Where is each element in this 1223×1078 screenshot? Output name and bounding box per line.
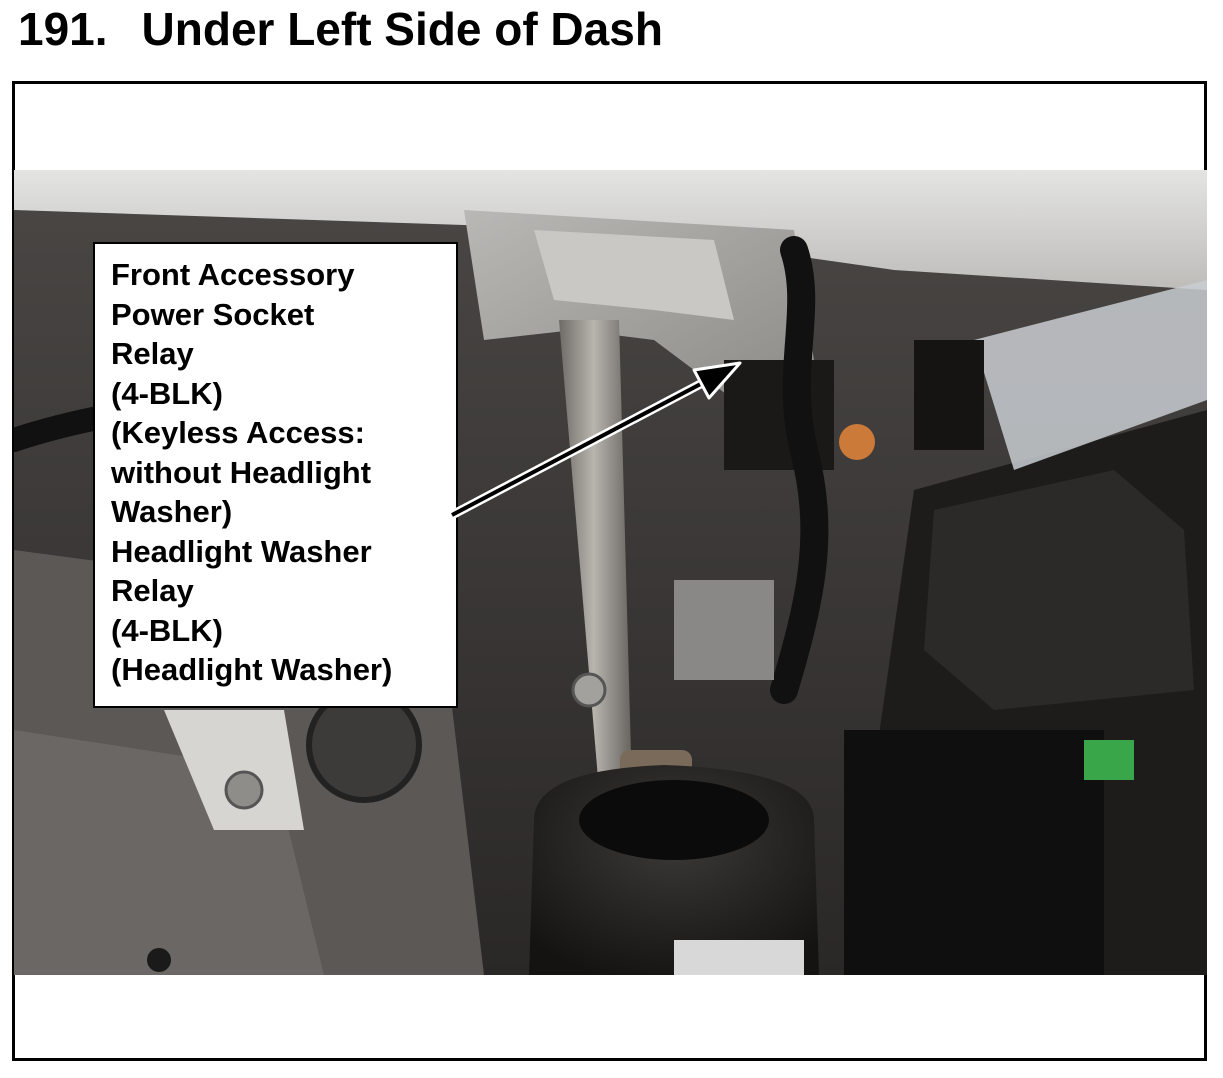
callout-line: Front Accessory	[111, 257, 355, 292]
callout-line: (4-BLK)	[111, 612, 223, 648]
canister-opening	[579, 780, 769, 860]
callout-line: (Keyless Access:	[111, 415, 365, 450]
duct-cover	[924, 470, 1194, 710]
bracket-highlight	[534, 230, 734, 320]
title-text: Under Left Side of Dash	[141, 3, 663, 55]
relay-module	[914, 340, 984, 450]
callout-line: Relay	[111, 336, 194, 371]
callout-line: without Headlight	[111, 454, 372, 490]
page-title: 191. Under Left Side of Dash	[18, 2, 663, 56]
callout-box: Front Accessory Power Socket Relay (4-BL…	[93, 242, 458, 708]
control-module	[844, 730, 1104, 975]
callout-line: Relay	[111, 573, 194, 608]
notice-label	[674, 940, 804, 975]
left-bracket	[164, 710, 304, 830]
grey-connector	[674, 580, 774, 680]
callout-line: (Headlight Washer)	[111, 652, 393, 687]
callout-line: Headlight Washer	[111, 533, 372, 569]
floor-fastener	[147, 948, 171, 972]
callout-line: Power Socket	[111, 296, 315, 332]
drain-hose	[974, 280, 1207, 470]
callout-line: Washer)	[111, 494, 233, 529]
bolt	[224, 770, 264, 810]
callout-line: (4-BLK)	[111, 375, 223, 411]
title-number: 191.	[18, 3, 108, 55]
wire-harness	[770, 236, 829, 704]
dash-underside	[14, 170, 1207, 290]
green-connector	[1084, 740, 1134, 780]
orange-clip	[839, 424, 875, 460]
center-bolt	[571, 672, 607, 708]
